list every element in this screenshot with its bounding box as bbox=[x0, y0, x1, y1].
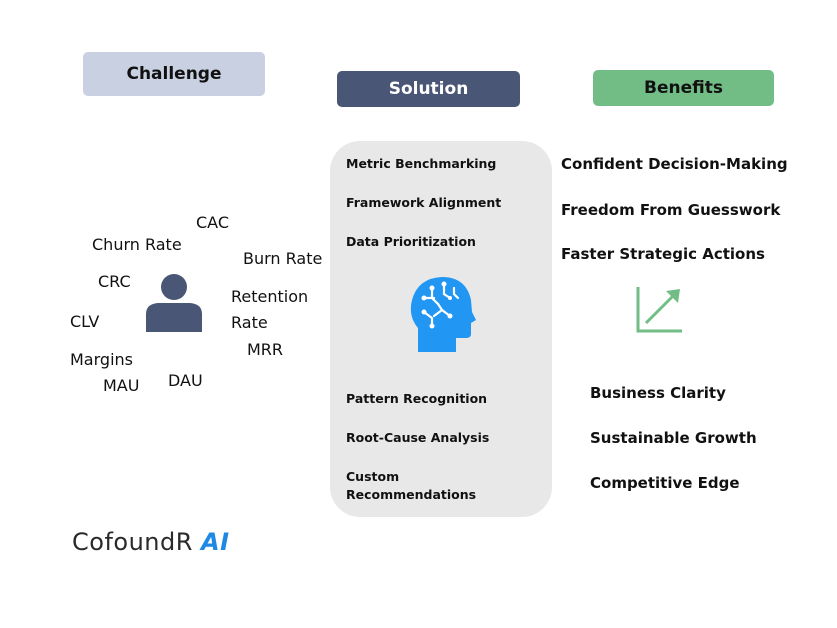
solution-item-data-prioritization: Data Prioritization bbox=[346, 234, 476, 249]
person-icon bbox=[146, 274, 202, 332]
logo-ai: AI bbox=[201, 528, 230, 556]
benefit-confident-decision-making: Confident Decision-Making bbox=[561, 155, 788, 173]
brain-circuit-head-icon bbox=[410, 277, 476, 352]
metric-clv: CLV bbox=[70, 312, 100, 331]
solution-item-pattern-recognition: Pattern Recognition bbox=[346, 391, 488, 406]
metric-mau: MAU bbox=[103, 376, 140, 395]
metric-mrr: MRR bbox=[247, 340, 284, 359]
metric-retention: Retention bbox=[231, 287, 309, 306]
growth-chart-icon bbox=[636, 287, 682, 333]
benefit-competitive-edge: Competitive Edge bbox=[590, 474, 740, 492]
metric-crc: CRC bbox=[98, 272, 131, 291]
cofoundr-logo: CofoundR AI bbox=[72, 528, 230, 556]
solution-item-custom: Custom bbox=[346, 469, 400, 484]
solution-header: Solution bbox=[337, 71, 520, 107]
benefits-header: Benefits bbox=[593, 70, 774, 106]
solution-item-recommendations: Recommendations bbox=[346, 487, 477, 502]
metric-dau: DAU bbox=[168, 371, 203, 390]
metric-retention-rate: Rate bbox=[231, 313, 268, 332]
solution-item-metric-benchmarking: Metric Benchmarking bbox=[346, 156, 497, 171]
benefit-sustainable-growth: Sustainable Growth bbox=[590, 429, 757, 447]
solution-item-root-cause-analysis: Root-Cause Analysis bbox=[346, 430, 490, 445]
challenge-header: Challenge bbox=[83, 52, 265, 96]
solution-item-framework-alignment: Framework Alignment bbox=[346, 195, 502, 210]
metric-margins: Margins bbox=[70, 350, 133, 369]
metric-cac: CAC bbox=[196, 213, 230, 232]
metric-burn-rate: Burn Rate bbox=[243, 249, 323, 268]
metric-churn-rate: Churn Rate bbox=[92, 235, 182, 254]
benefit-business-clarity: Business Clarity bbox=[590, 384, 726, 402]
benefit-faster-strategic-actions: Faster Strategic Actions bbox=[561, 245, 765, 263]
logo-name: CofoundR bbox=[72, 528, 193, 556]
benefit-freedom-from-guesswork: Freedom From Guesswork bbox=[561, 201, 781, 219]
